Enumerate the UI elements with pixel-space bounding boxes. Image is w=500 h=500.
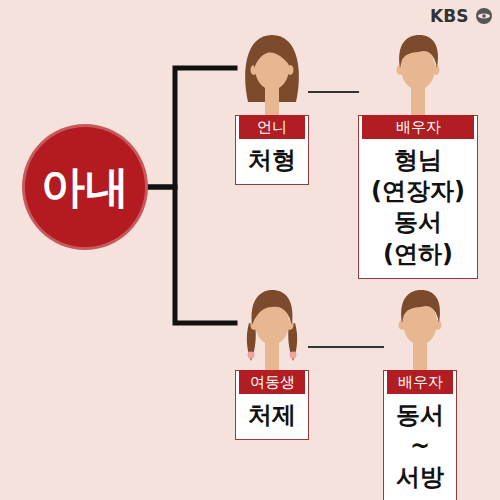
kbs-logo xyxy=(476,8,492,24)
spouse-box: 배우자동서 ~서방 xyxy=(383,285,457,500)
relation-tab: 언니 xyxy=(239,115,305,139)
term-card: 언니처형 xyxy=(235,115,309,185)
relation-tab: 배우자 xyxy=(362,115,474,139)
spouse-dash xyxy=(309,346,383,348)
relation-tab: 배우자 xyxy=(387,370,453,394)
spouse-dash xyxy=(309,91,358,93)
person-icon xyxy=(383,30,453,115)
kinship-term: 형님(연장자) 동서(연하) xyxy=(359,139,477,272)
term-card: 배우자형님(연장자) 동서(연하) xyxy=(358,115,478,279)
hair xyxy=(254,39,291,68)
connector-group xyxy=(145,68,383,347)
bracket-line xyxy=(145,187,235,323)
relation-box: 언니처형 xyxy=(235,30,309,185)
term-card: 여동생처제 xyxy=(235,370,309,440)
node-label: 아내 xyxy=(41,163,129,211)
kinship-term: 처제 xyxy=(236,394,308,433)
relation-box: 여동생처제 xyxy=(235,285,309,440)
kinship-term: 동서 ~서방 xyxy=(384,394,456,496)
person-icon xyxy=(237,30,307,115)
person-icon xyxy=(237,285,307,370)
bracket-line xyxy=(145,68,235,187)
hair-tie xyxy=(248,352,255,359)
hair xyxy=(252,290,293,325)
relation-tab: 여동생 xyxy=(239,370,305,394)
hair xyxy=(399,35,438,68)
kinship-term: 처형 xyxy=(236,139,308,178)
spouse-box: 배우자형님(연장자) 동서(연하) xyxy=(358,30,478,279)
hair-tie xyxy=(290,352,297,359)
hair xyxy=(401,290,440,323)
person-icon xyxy=(385,285,455,370)
wife-circle: 아내 xyxy=(25,127,145,247)
term-card: 배우자동서 ~서방 xyxy=(383,370,457,500)
broadcaster-logo: KBS xyxy=(430,6,468,26)
